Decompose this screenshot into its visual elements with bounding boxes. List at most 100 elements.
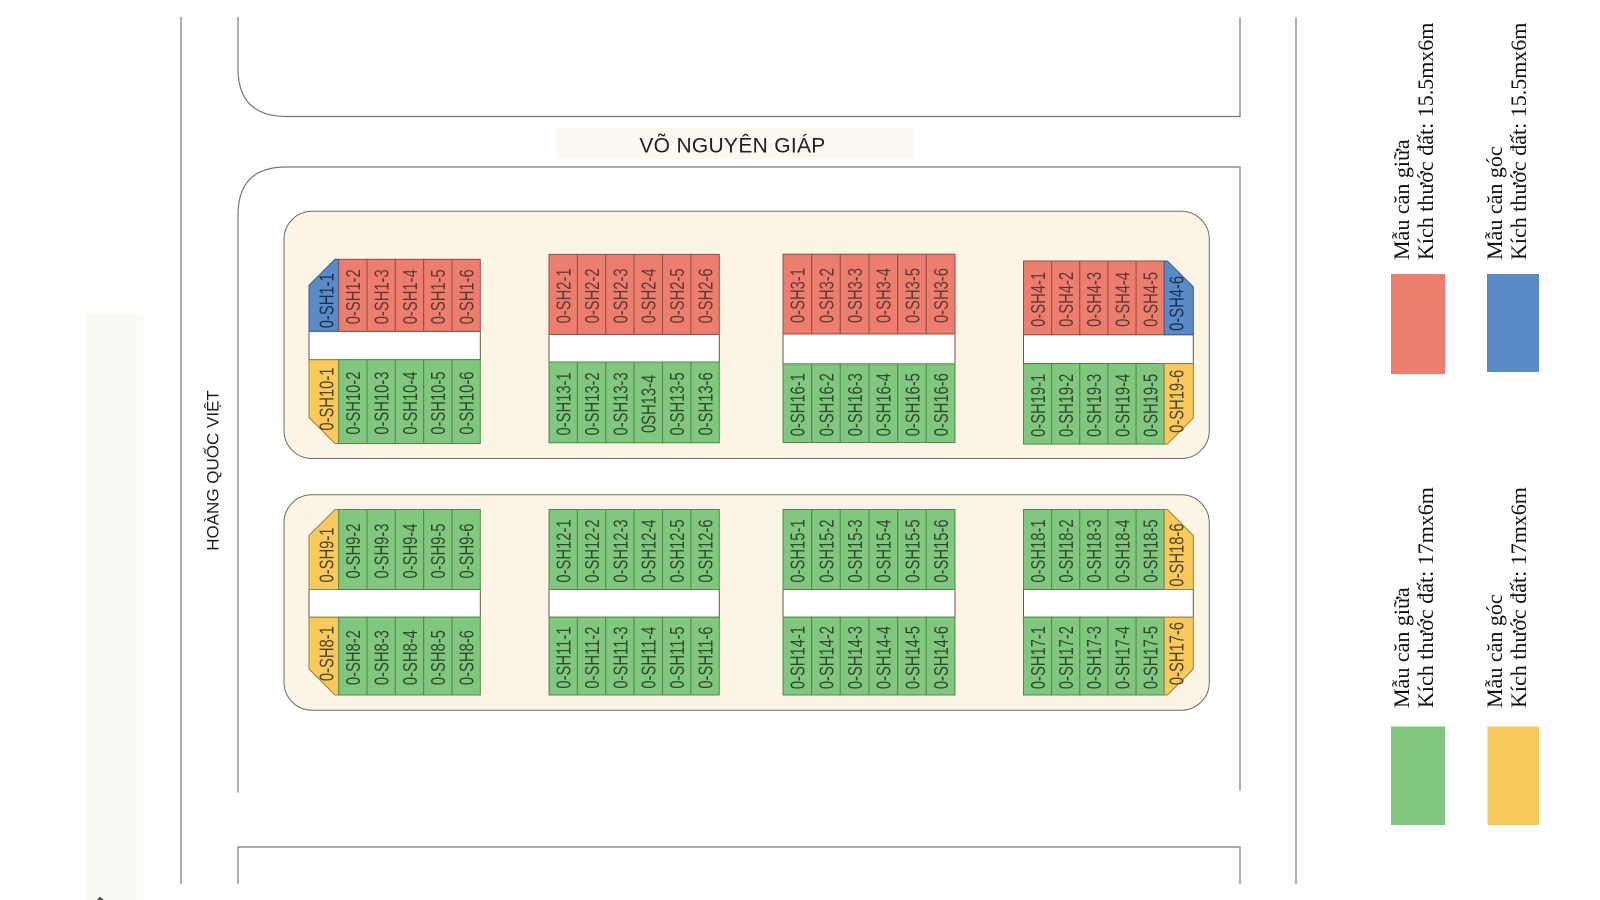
svg-text:0-SH12-6: 0-SH12-6 xyxy=(694,519,717,582)
svg-text:0-SH17-3: 0-SH17-3 xyxy=(1083,626,1106,689)
svg-text:Mẫu căn góc: Mẫu căn góc xyxy=(1482,594,1507,708)
svg-text:0-SH14-1: 0-SH14-1 xyxy=(786,626,809,689)
svg-text:0-SH17-1: 0-SH17-1 xyxy=(1027,626,1050,689)
svg-text:0-SH1-3: 0-SH1-3 xyxy=(370,269,393,324)
svg-text:0-SH15-2: 0-SH15-2 xyxy=(815,519,838,582)
svg-text:0-SH17-2: 0-SH17-2 xyxy=(1055,626,1078,689)
svg-text:0-SH14-6: 0-SH14-6 xyxy=(930,626,953,689)
svg-text:HOÀNG QUỐC VIỆT: HOÀNG QUỐC VIỆT xyxy=(203,390,223,551)
svg-text:0-SH19-2: 0-SH19-2 xyxy=(1055,374,1078,437)
svg-text:0-SH15-6: 0-SH15-6 xyxy=(930,519,953,582)
svg-text:0-SH12-2: 0-SH12-2 xyxy=(581,519,604,582)
svg-text:0-SH9-5: 0-SH9-5 xyxy=(427,523,450,578)
svg-text:Mẫu căn giữa: Mẫu căn giữa xyxy=(1389,587,1414,708)
svg-text:0-SH10-2: 0-SH10-2 xyxy=(342,371,365,434)
svg-text:0-SH12-4: 0-SH12-4 xyxy=(637,519,660,582)
svg-text:0-SH10-4: 0-SH10-4 xyxy=(399,371,422,434)
svg-text:0-SH10-1: 0-SH10-1 xyxy=(315,367,338,430)
svg-text:Kích thước đất: 15.5mx6m: Kích thước đất: 15.5mx6m xyxy=(1413,23,1438,260)
svg-text:0-SH13-3: 0-SH13-3 xyxy=(609,372,632,435)
svg-text:0-SH4-3: 0-SH4-3 xyxy=(1083,272,1106,327)
svg-text:0-SH13-5: 0-SH13-5 xyxy=(666,372,689,435)
svg-text:0-SH9-6: 0-SH9-6 xyxy=(455,523,478,578)
svg-text:Kích thước đất: 17mx6m: Kích thước đất: 17mx6m xyxy=(1506,487,1531,708)
svg-text:0-SH8-6: 0-SH8-6 xyxy=(455,630,478,685)
svg-text:0-SH3-4: 0-SH3-4 xyxy=(872,268,895,323)
svg-text:0-SH17-5: 0-SH17-5 xyxy=(1139,626,1162,689)
svg-text:0-SH11-1: 0-SH11-1 xyxy=(552,627,575,689)
svg-text:0-SH2-2: 0-SH2-2 xyxy=(581,268,604,323)
svg-text:0-SH8-2: 0-SH8-2 xyxy=(342,630,365,685)
svg-text:0-SH18-2: 0-SH18-2 xyxy=(1055,519,1078,582)
svg-text:0-SH16-5: 0-SH16-5 xyxy=(901,373,924,436)
svg-text:0-SH10-5: 0-SH10-5 xyxy=(427,371,450,434)
svg-text:0-SH19-5: 0-SH19-5 xyxy=(1139,374,1162,437)
svg-text:0-SH1-5: 0-SH1-5 xyxy=(427,269,450,324)
svg-text:0-SH3-1: 0-SH3-1 xyxy=(786,268,809,323)
svg-text:0-SH15-3: 0-SH15-3 xyxy=(844,519,867,582)
svg-text:0-SH12-1: 0-SH12-1 xyxy=(552,519,575,582)
svg-text:0-SH1-4: 0-SH1-4 xyxy=(399,269,422,324)
svg-text:0-SH11-5: 0-SH11-5 xyxy=(666,627,689,689)
svg-text:0-SH15-5: 0-SH15-5 xyxy=(901,519,924,582)
svg-text:0-SH9-2: 0-SH9-2 xyxy=(342,523,365,578)
svg-text:0-SH2-5: 0-SH2-5 xyxy=(666,268,689,323)
svg-text:0-SH17-6: 0-SH17-6 xyxy=(1165,622,1188,685)
svg-text:0-SH19-4: 0-SH19-4 xyxy=(1111,374,1134,437)
svg-text:0-SH1-2: 0-SH1-2 xyxy=(342,269,365,324)
svg-text:0-SH10-3: 0-SH10-3 xyxy=(370,371,393,434)
svg-text:0-SH16-4: 0-SH16-4 xyxy=(872,373,895,436)
svg-text:0-SH3-3: 0-SH3-3 xyxy=(844,268,867,323)
svg-text:0-SH15-1: 0-SH15-1 xyxy=(786,519,809,582)
svg-text:0-SH11-2: 0-SH11-2 xyxy=(581,627,604,689)
svg-text:Mẫu căn góc: Mẫu căn góc xyxy=(1482,146,1507,260)
svg-text:0-SH15-4: 0-SH15-4 xyxy=(872,519,895,582)
svg-text:VÕ NGUYÊN GIÁP: VÕ NGUYÊN GIÁP xyxy=(639,134,825,158)
svg-text:0-SH13-6: 0-SH13-6 xyxy=(694,372,717,435)
svg-text:0-SH4-5: 0-SH4-5 xyxy=(1139,272,1162,327)
svg-text:0-SH16-2: 0-SH16-2 xyxy=(815,373,838,436)
svg-text:0-SH8-5: 0-SH8-5 xyxy=(427,630,450,685)
svg-text:0-SH4-6: 0-SH4-6 xyxy=(1165,276,1188,331)
svg-text:0-SH14-5: 0-SH14-5 xyxy=(901,626,924,689)
svg-text:0-SH2-6: 0-SH2-6 xyxy=(694,268,717,323)
svg-text:0-SH14-4: 0-SH14-4 xyxy=(872,626,895,689)
svg-text:0-SH14-2: 0-SH14-2 xyxy=(815,626,838,689)
svg-text:0-SH16-1: 0-SH16-1 xyxy=(786,373,809,436)
svg-text:0-SH9-4: 0-SH9-4 xyxy=(399,523,422,578)
svg-text:0-SH1-6: 0-SH1-6 xyxy=(455,269,478,324)
svg-text:0-SH1-1: 0-SH1-1 xyxy=(315,273,338,328)
svg-text:0-SH8-1: 0-SH8-1 xyxy=(315,626,338,681)
svg-text:0-SH10-6: 0-SH10-6 xyxy=(455,371,478,434)
svg-text:Mẫu căn giữa: Mẫu căn giữa xyxy=(1389,139,1414,260)
svg-text:0-SH19-1: 0-SH19-1 xyxy=(1027,374,1050,437)
svg-text:0-SH2-3: 0-SH2-3 xyxy=(609,268,632,323)
svg-text:0-SH16-3: 0-SH16-3 xyxy=(844,373,867,436)
svg-text:0-SH11-4: 0-SH11-4 xyxy=(637,627,660,689)
svg-text:0-SH18-5: 0-SH18-5 xyxy=(1139,519,1162,582)
svg-text:0-SH11-3: 0-SH11-3 xyxy=(609,627,632,689)
svg-text:0-SH2-4: 0-SH2-4 xyxy=(637,268,660,323)
svg-text:0-SH3-6: 0-SH3-6 xyxy=(930,268,953,323)
svg-text:0-SH9-3: 0-SH9-3 xyxy=(370,523,393,578)
svg-text:0-SH8-3: 0-SH8-3 xyxy=(370,630,393,685)
svg-text:0SH13-4: 0SH13-4 xyxy=(637,375,660,433)
svg-text:0-SH3-2: 0-SH3-2 xyxy=(815,268,838,323)
svg-text:0-SH16-6: 0-SH16-6 xyxy=(930,373,953,436)
svg-text:0-SH18-4: 0-SH18-4 xyxy=(1111,519,1134,582)
svg-text:0-SH4-2: 0-SH4-2 xyxy=(1055,272,1078,327)
svg-text:0-SH2-1: 0-SH2-1 xyxy=(552,268,575,323)
svg-text:0-SH13-2: 0-SH13-2 xyxy=(581,372,604,435)
svg-text:0-SH11-6: 0-SH11-6 xyxy=(694,627,717,689)
svg-text:0-SH3-5: 0-SH3-5 xyxy=(901,268,924,323)
svg-text:0-SH18-6: 0-SH18-6 xyxy=(1165,523,1188,586)
svg-text:Kích thước đất: 15.5mx6m: Kích thước đất: 15.5mx6m xyxy=(1506,23,1531,260)
svg-text:0-SH19-3: 0-SH19-3 xyxy=(1083,374,1106,437)
svg-text:0-SH13-1: 0-SH13-1 xyxy=(552,372,575,435)
svg-text:0-SH17-4: 0-SH17-4 xyxy=(1111,626,1134,689)
svg-text:0-SH18-1: 0-SH18-1 xyxy=(1027,519,1050,582)
svg-text:0-SH8-4: 0-SH8-4 xyxy=(399,630,422,685)
svg-text:Kích thước đất: 17mx6m: Kích thước đất: 17mx6m xyxy=(1413,487,1438,708)
svg-text:0-SH9-1: 0-SH9-1 xyxy=(315,527,338,582)
svg-text:0-SH4-4: 0-SH4-4 xyxy=(1111,272,1134,327)
